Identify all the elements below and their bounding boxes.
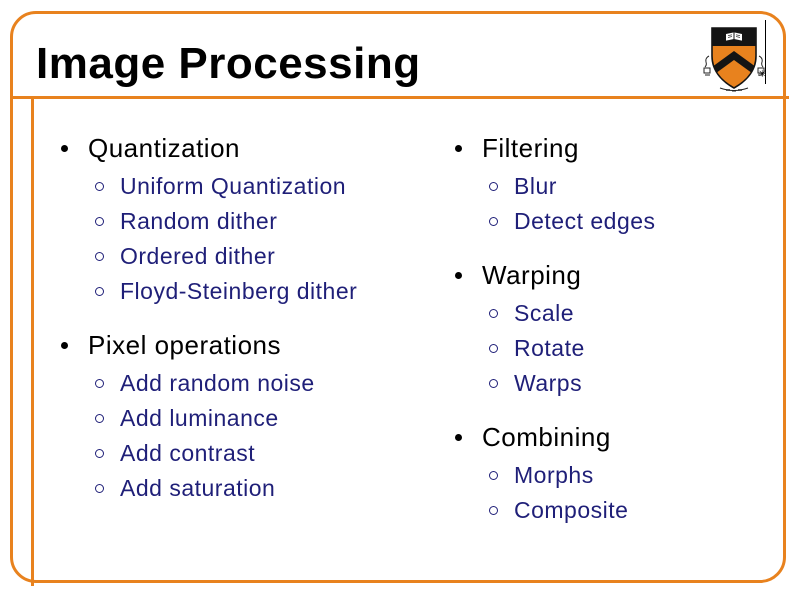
section-heading: Warping — [445, 257, 785, 293]
circle-bullet-icon — [489, 506, 514, 515]
bullet-item: Detect edges — [445, 204, 785, 239]
princeton-shield-icon — [703, 27, 765, 92]
disc-bullet-icon — [445, 434, 482, 441]
logo-vertical-rule — [765, 20, 766, 84]
bullet-item: Add luminance — [51, 401, 431, 436]
slide-title: Image Processing — [36, 39, 421, 88]
bullet-item-text: Floyd-Steinberg dither — [120, 278, 358, 304]
disc-bullet-icon — [445, 145, 482, 152]
bullet-item-text: Rotate — [514, 335, 585, 361]
circle-bullet-icon — [489, 217, 514, 226]
circle-bullet-icon — [489, 309, 514, 318]
section-heading-text: Filtering — [482, 133, 579, 163]
circle-bullet-icon — [95, 449, 120, 458]
disc-bullet-icon — [51, 145, 88, 152]
bullet-item-text: Detect edges — [514, 208, 656, 234]
circle-bullet-icon — [95, 217, 120, 226]
section-heading: Quantization — [51, 130, 431, 166]
slide-border-frame — [10, 11, 786, 583]
bullet-item: Blur — [445, 169, 785, 204]
bullet-item: Floyd-Steinberg dither — [51, 274, 431, 309]
section-heading-text: Combining — [482, 422, 611, 452]
title-separator-line — [10, 96, 789, 99]
circle-bullet-icon — [489, 379, 514, 388]
bullet-item: Ordered dither — [51, 239, 431, 274]
bullet-item: Warps — [445, 366, 785, 401]
circle-bullet-icon — [95, 484, 120, 493]
bullet-item: Composite — [445, 493, 785, 528]
section-heading-text: Quantization — [88, 133, 240, 163]
section-heading: Combining — [445, 419, 785, 455]
circle-bullet-icon — [95, 287, 120, 296]
bullet-item-text: Add random noise — [120, 370, 315, 396]
bullet-item-text: Add contrast — [120, 440, 256, 466]
section-heading-text: Warping — [482, 260, 582, 290]
disc-bullet-icon — [445, 272, 482, 279]
bullet-item-text: Add saturation — [120, 475, 276, 501]
bullet-item-text: Blur — [514, 173, 557, 199]
bullet-item-text: Random dither — [120, 208, 278, 234]
bullet-item: Add saturation — [51, 471, 431, 506]
bullet-item: Morphs — [445, 458, 785, 493]
bullet-item-text: Uniform Quantization — [120, 173, 347, 199]
bullet-item: Scale — [445, 296, 785, 331]
circle-bullet-icon — [95, 414, 120, 423]
bullet-item-text: Add luminance — [120, 405, 279, 431]
section-heading: Pixel operations — [51, 327, 431, 363]
bullet-item-text: Composite — [514, 497, 629, 523]
disc-bullet-icon — [51, 342, 88, 349]
princeton-shield-logo — [703, 26, 773, 96]
bullet-item: Rotate — [445, 331, 785, 366]
section-heading: Filtering — [445, 130, 785, 166]
bullet-item: Random dither — [51, 204, 431, 239]
section-heading-text: Pixel operations — [88, 330, 281, 360]
left-vertical-rule — [31, 96, 34, 586]
bullet-item: Uniform Quantization — [51, 169, 431, 204]
bullet-item-text: Warps — [514, 370, 583, 396]
bullet-item: Add contrast — [51, 436, 431, 471]
footnote-asterisk-icon: ✳ — [758, 69, 767, 80]
circle-bullet-icon — [95, 252, 120, 261]
circle-bullet-icon — [489, 344, 514, 353]
bullet-item-text: Scale — [514, 300, 575, 326]
circle-bullet-icon — [95, 182, 120, 191]
bullet-item-text: Morphs — [514, 462, 594, 488]
circle-bullet-icon — [489, 182, 514, 191]
circle-bullet-icon — [489, 471, 514, 480]
bullet-item: Add random noise — [51, 366, 431, 401]
bullet-item-text: Ordered dither — [120, 243, 276, 269]
circle-bullet-icon — [95, 379, 120, 388]
